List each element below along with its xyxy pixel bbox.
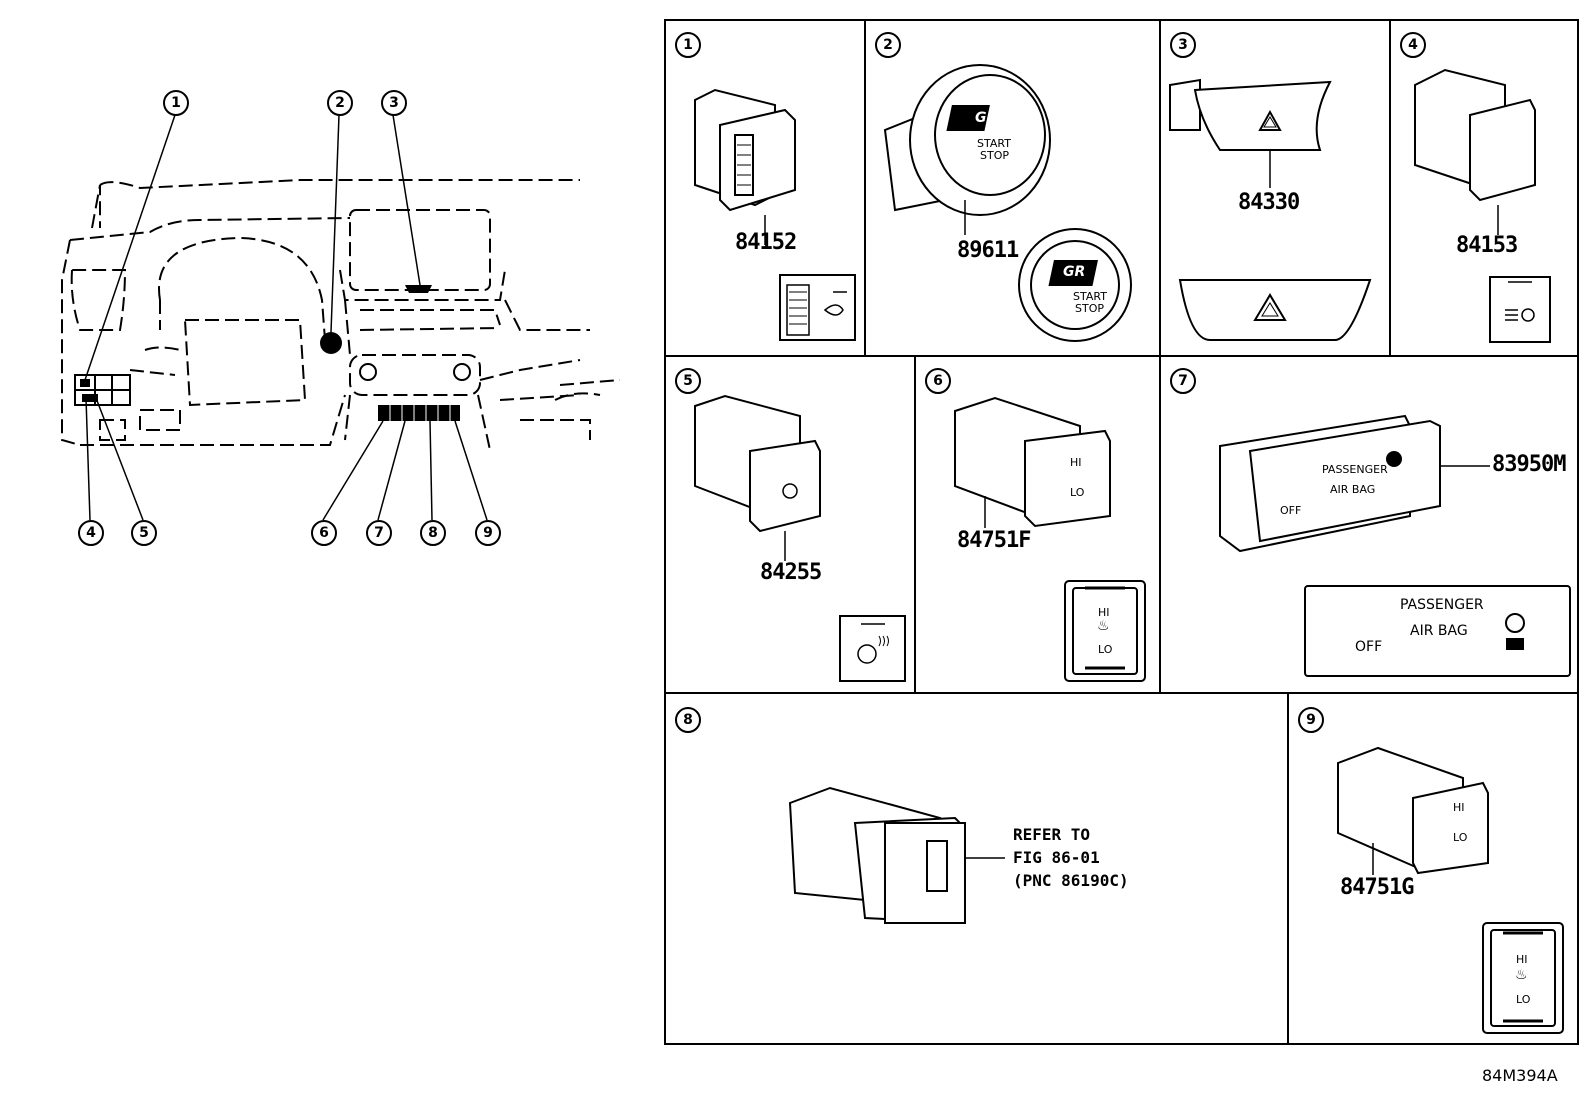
switch-84152-drawing [694, 88, 856, 341]
label-lo: LO [1098, 643, 1113, 656]
panel-badge: 1 [675, 32, 701, 58]
seat-heat-icon: ♨ [1097, 618, 1110, 634]
switch-84330-drawing [1169, 78, 1372, 341]
switch-86190c-drawing [788, 786, 1005, 925]
overview-callout-9[interactable]: 9 [475, 520, 501, 546]
switch-84751g-drawing [1337, 746, 1564, 1034]
label-hi-small: HI [1453, 801, 1465, 814]
panel-badge: 5 [675, 368, 701, 394]
panel-badge: 2 [875, 32, 901, 58]
switch-83950m-drawing [1219, 414, 1571, 677]
part-number[interactable]: 84152 [735, 230, 797, 255]
label-off: OFF [1355, 639, 1383, 655]
part-number[interactable]: 89611 [957, 238, 1019, 263]
part-number[interactable]: 84153 [1456, 233, 1518, 258]
refer-line1: REFER TO [1013, 825, 1091, 844]
label-passenger: PASSENGER [1400, 597, 1484, 613]
panel-5: 5 84255 [665, 356, 915, 693]
panel-9: 9 HI LO HI ♨ LO 84751G [1288, 693, 1578, 1044]
dashboard-overview: 1 2 3 4 5 6 7 8 9 [0, 0, 660, 620]
label-lo: LO [1516, 993, 1531, 1006]
label-lo-small: LO [1070, 486, 1085, 499]
switch-84255-drawing [694, 394, 906, 682]
panel-6: 6 HI LO HI ♨ LO 84751F [915, 356, 1160, 693]
overview-callout-5[interactable]: 5 [131, 520, 157, 546]
label-hi: HI [1516, 953, 1528, 966]
panel-1: 1 84152 [665, 20, 865, 356]
label-airbag-small: AIR BAG [1330, 483, 1376, 496]
knob-logo-large: GR [1063, 264, 1086, 280]
part-number[interactable]: 84751G [1340, 875, 1414, 900]
label-off-small: OFF [1280, 504, 1302, 517]
panel-8: 8 REFER TO FIG 86-01 (PNC 86190C) [665, 693, 1288, 1044]
part-number[interactable]: 84751F [957, 528, 1031, 553]
knob-line1: START [977, 137, 1011, 150]
label-passenger-small: PASSENGER [1322, 463, 1388, 476]
overview-callout-1[interactable]: 1 [163, 90, 189, 116]
switch-84153-drawing [1414, 68, 1551, 343]
overview-callout-2[interactable]: 2 [327, 90, 353, 116]
knob-large-line2: STOP [1075, 302, 1104, 315]
panel-badge: 9 [1298, 707, 1324, 733]
panel-badge: 7 [1170, 368, 1196, 394]
part-number[interactable]: 83950M [1492, 452, 1566, 477]
overview-callout-6[interactable]: 6 [311, 520, 337, 546]
panel-badge: 4 [1400, 32, 1426, 58]
overview-callout-3[interactable]: 3 [381, 90, 407, 116]
figure-code: 84M394A [1482, 1066, 1558, 1085]
panel-badge: 8 [675, 707, 701, 733]
label-airbag: AIR BAG [1410, 623, 1468, 639]
knob-line2: STOP [980, 149, 1009, 162]
panel-4: 4 84153 [1390, 20, 1578, 356]
knob-large-line1: START [1073, 290, 1107, 303]
panel-2: 2 GR START STOP GR START STOP 89611 [865, 20, 1160, 356]
label-lo-small: LO [1453, 831, 1468, 844]
seat-heat-icon: ♨ [1515, 967, 1528, 983]
label-hi-small: HI [1070, 456, 1082, 469]
switch-84751f-drawing [954, 396, 1146, 682]
overview-callout-7[interactable]: 7 [366, 520, 392, 546]
refer-line3[interactable]: (PNC 86190C) [1013, 871, 1129, 890]
refer-line2: FIG 86-01 [1013, 848, 1100, 867]
label-hi: HI [1098, 606, 1110, 619]
part-number[interactable]: 84330 [1238, 190, 1300, 215]
panel-3: 3 84330 [1160, 20, 1390, 356]
panel-badge: 6 [925, 368, 951, 394]
knob-logo: GR [975, 110, 998, 126]
dashboard-drawing [61, 114, 621, 521]
panel-7: 7 PASSENGER AIR BAG OFF PASSENGER AIR BA… [1160, 356, 1578, 693]
panel-badge: 3 [1170, 32, 1196, 58]
overview-callout-4[interactable]: 4 [78, 520, 104, 546]
switch-89611-drawing [883, 64, 1132, 342]
part-number[interactable]: 84255 [760, 560, 822, 585]
overview-callout-8[interactable]: 8 [420, 520, 446, 546]
